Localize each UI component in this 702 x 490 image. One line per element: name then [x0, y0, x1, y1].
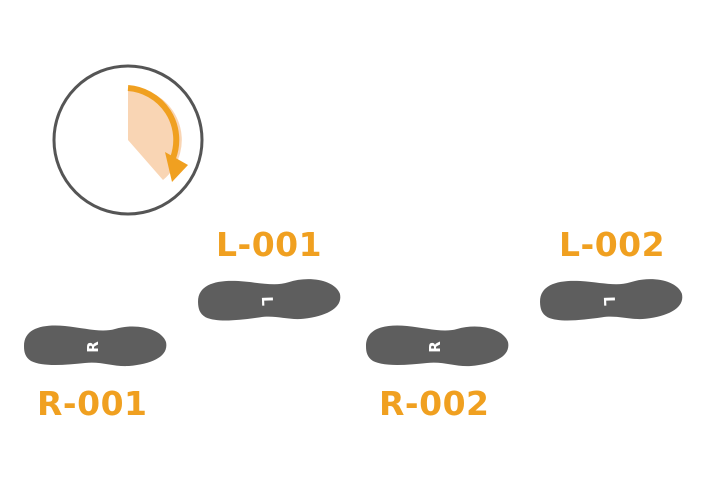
footprint-label-r-001: R-001	[37, 384, 148, 423]
footprint-left-2: L	[539, 277, 684, 323]
footprint-label-l-002: L-002	[559, 225, 666, 264]
clockwise-arrow-icon	[165, 152, 188, 182]
rotation-arc	[127, 85, 180, 160]
footprint-letter: L	[258, 296, 276, 307]
footprint-label-l-001: L-001	[216, 225, 323, 264]
footprint-right-2: R	[366, 325, 509, 367]
footprint-letter: R	[426, 341, 444, 353]
footprint-label-r-002: R-002	[379, 384, 490, 423]
rotation-dial	[52, 64, 204, 216]
footprint-left-1: L	[197, 277, 342, 323]
footprint-letter: L	[600, 296, 618, 307]
footprint-right-1: R	[24, 325, 167, 367]
footprint-letter: R	[84, 341, 102, 353]
